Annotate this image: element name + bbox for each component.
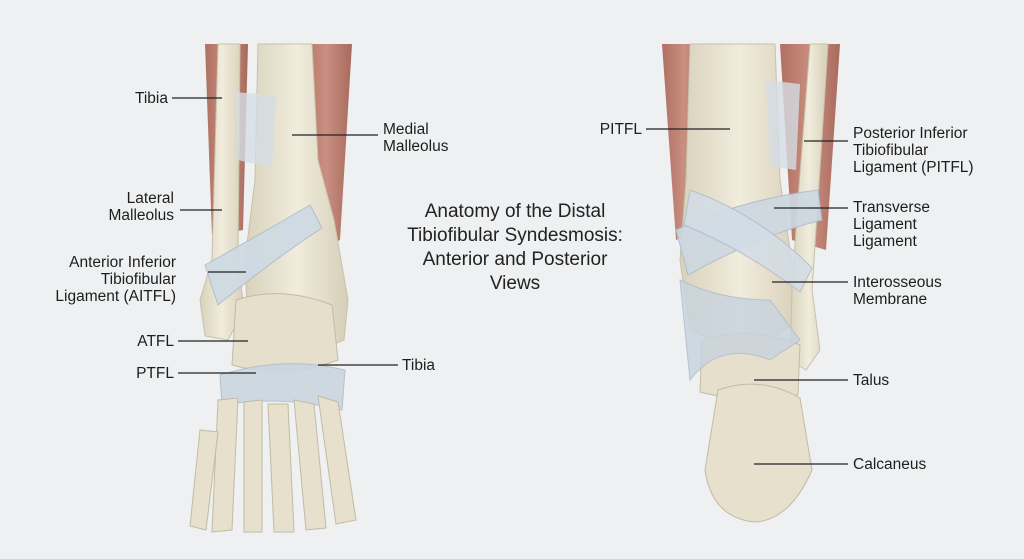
title-line-4: Views [489,273,541,294]
anterior-talus [231,293,339,372]
anterior-view [189,43,357,533]
anterior-upper-ligament [236,92,276,168]
label-medial-malleolus: Medial Malleolus [383,121,449,155]
label-ptfl: PTFL [136,365,174,382]
title-line-3: Anterior and Posterior [422,249,608,270]
label-tibia-lower: Tibia [402,357,436,374]
label-calcaneus: Calcaneus [853,456,927,473]
label-pitfl-full: Posterior Inferior Tibiofibular Ligament… [853,125,974,176]
anterior-aitfl-ligament [204,204,323,306]
label-lateral-malleolus: Lateral Malleolus [108,190,174,224]
posterior-calcaneus [704,383,813,523]
label-transverse-ligament: Transverse Ligament Ligament [853,199,930,250]
label-aitfl: Anterior Inferior Tibiofibular Ligament … [55,254,176,305]
label-talus: Talus [853,372,890,389]
posterior-upper-ligament [766,80,800,170]
anterior-foot-bones [189,395,357,533]
posterior-transverse-ligament [683,189,813,293]
label-interosseous-membrane: Interosseous Membrane [853,274,942,308]
diagram-title: Anatomy of the Distal Tibiofibular Synde… [370,200,660,296]
label-tibia-anterior: Tibia [134,90,168,107]
label-atfl: ATFL [137,333,174,350]
posterior-lower-ligaments [679,279,801,382]
title-line-1: Anatomy of the Distal [424,201,606,222]
title-line-2: Tibiofibular Syndesmosis: [407,225,623,246]
posterior-view [662,43,840,523]
label-pitfl-short: PITFL [599,121,642,138]
leader-lines [172,97,848,465]
